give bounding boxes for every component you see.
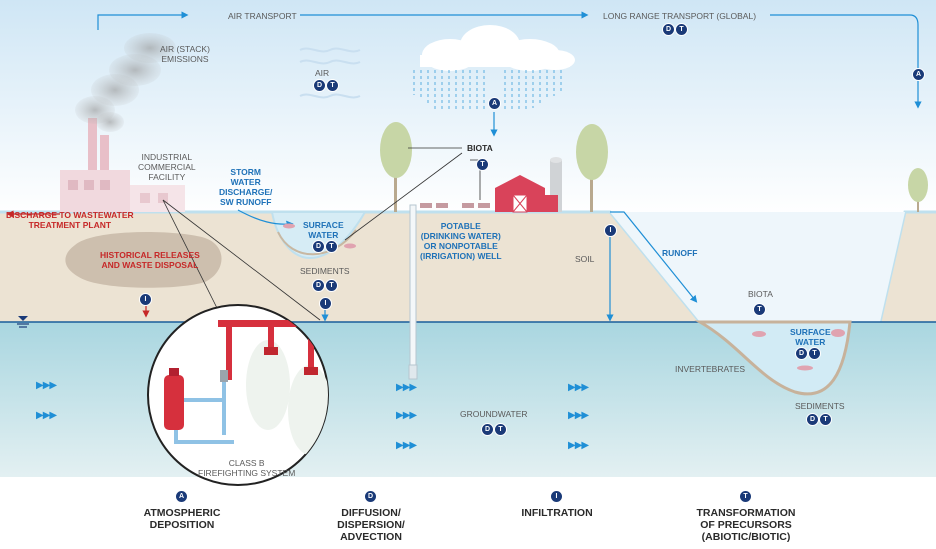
invertebrates-label: INVERTEBRATES	[675, 364, 746, 374]
legend-diffusion: DIFFUSION/ DISPERSION/ ADVECTION	[337, 507, 405, 543]
tree-right	[576, 124, 608, 212]
valley-sky	[610, 212, 905, 322]
rain-drops	[413, 70, 562, 110]
tree-far-right	[908, 168, 928, 212]
gw-flow-chevrons: ▶▶▶	[396, 382, 417, 393]
badge-air-d: D	[313, 79, 326, 92]
firefighting-callout	[147, 304, 329, 486]
water-table-symbol	[17, 316, 29, 328]
sediments-right-label: SEDIMENTS	[795, 401, 845, 411]
gw-flow-chevrons: ▶▶▶	[568, 410, 589, 421]
badge-sediments-left-d: D	[312, 279, 325, 292]
industrial-facility-illustration	[60, 118, 185, 212]
badge-long-range-t: T	[675, 23, 688, 36]
badge-groundwater-t: T	[494, 423, 507, 436]
sediments-left-label: SEDIMENTS	[300, 266, 350, 276]
gw-flow-chevrons: ▶▶▶	[568, 382, 589, 393]
legend-badge-a: A	[175, 490, 188, 503]
rain-cloud	[420, 25, 575, 71]
badge-sediments-right-t: T	[819, 413, 832, 426]
biota-right-label: BIOTA	[748, 289, 773, 299]
badge-sediments-right-d: D	[806, 413, 819, 426]
legend-badge-t: T	[739, 490, 752, 503]
historical-release-area	[65, 232, 222, 288]
cows	[420, 203, 490, 208]
surface-water-left-label: SURFACE WATER	[303, 220, 344, 240]
gw-flow-chevrons: ▶▶▶	[36, 380, 57, 391]
legend-atmospheric-deposition: ATMOSPHERIC DEPOSITION	[143, 507, 221, 531]
historical-releases-label: HISTORICAL RELEASES AND WASTE DISPOSAL	[100, 250, 200, 270]
badge-right-edge-a: A	[912, 68, 925, 81]
pond-left-sediment	[277, 229, 357, 256]
red-arrows	[6, 210, 150, 318]
badge-biota-right-t: T	[753, 303, 766, 316]
air-transport-label: AIR TRANSPORT	[228, 11, 297, 21]
lake-right	[694, 320, 852, 396]
soil-label: SOIL	[575, 254, 595, 264]
badge-surface-water-right-d: D	[795, 347, 808, 360]
badge-infiltration-pond-i: I	[319, 297, 332, 310]
long-range-transport-label: LONG RANGE TRANSPORT (GLOBAL)	[603, 11, 757, 21]
badge-sediments-left-t: T	[325, 279, 338, 292]
legend-badge-i: I	[550, 490, 563, 503]
tree-left	[380, 122, 412, 212]
badge-historical-i: I	[139, 293, 152, 306]
gw-flow-chevrons: ▶▶▶	[396, 410, 417, 421]
surface-water-right-label: SURFACE WATER	[790, 327, 831, 347]
badge-soil-i: I	[604, 224, 617, 237]
biota-top-label: BIOTA	[467, 143, 493, 153]
class-b-label: CLASS B FIREFIGHTING SYSTEM	[198, 458, 296, 478]
air-label: AIR	[315, 68, 330, 78]
legend-badge-d: D	[364, 490, 377, 503]
air-stack-emissions-label: AIR (STACK) EMISSIONS	[160, 44, 210, 64]
badge-long-range-d: D	[662, 23, 675, 36]
badge-groundwater-d: D	[481, 423, 494, 436]
well-pipe	[408, 204, 418, 380]
gw-flow-chevrons: ▶▶▶	[396, 440, 417, 451]
badge-surface-water-right-t: T	[808, 347, 821, 360]
potable-well-label: POTABLE (DRINKING WATER) OR NONPOTABLE (…	[420, 221, 502, 261]
runoff-label: RUNOFF	[662, 248, 698, 258]
gw-flow-chevrons: ▶▶▶	[568, 440, 589, 451]
legend-infiltration: INFILTRATION	[521, 507, 593, 519]
badge-surface-water-left-t: T	[325, 240, 338, 253]
stack-smoke	[75, 33, 176, 132]
discharge-wastewater-label: DISCHARGE TO WASTEWATER TREATMENT PLANT	[6, 210, 134, 230]
gw-flow-chevrons: ▶▶▶	[36, 410, 57, 421]
legend-band	[0, 477, 936, 549]
barn-illustration	[495, 157, 562, 213]
storm-water-label: STORM WATER DISCHARGE/ SW RUNOFF	[219, 167, 273, 207]
legend-transformation: TRANSFORMATION OF PRECURSORS (ABIOTIC/BI…	[696, 507, 796, 543]
badge-surface-water-left-d: D	[312, 240, 325, 253]
groundwater-label: GROUNDWATER	[460, 409, 528, 419]
industrial-facility-label: INDUSTRIAL COMMERCIAL FACILITY	[138, 152, 196, 182]
badge-biota-top-t: T	[476, 158, 489, 171]
fish	[283, 223, 845, 371]
badge-air-t: T	[326, 79, 339, 92]
air-wind-lines	[299, 47, 361, 99]
badge-rain-a: A	[488, 97, 501, 110]
